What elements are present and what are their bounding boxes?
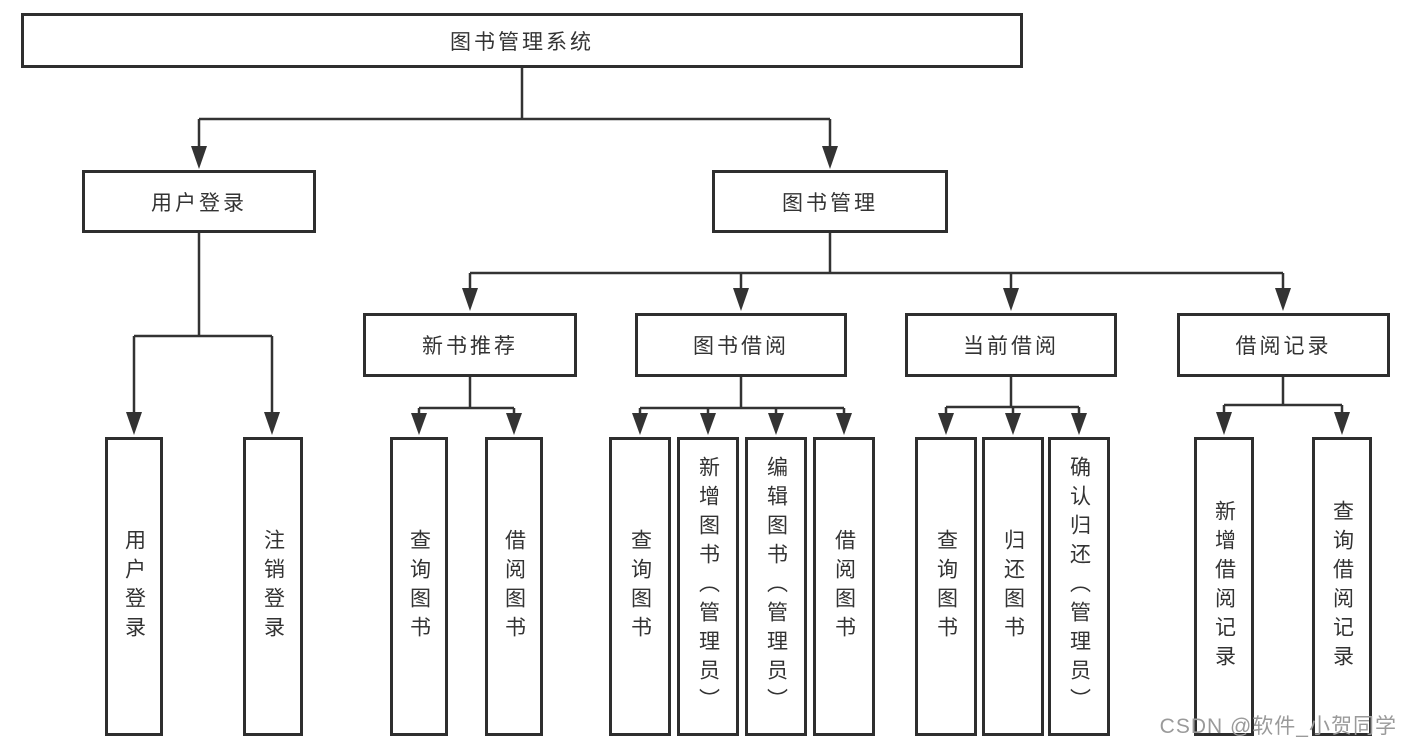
connector-new-rec-children [411,377,522,435]
node-label: 注销登录 [261,528,285,645]
node-book-borrowing: 图书借阅 [635,313,847,377]
node-label: 借阅图书 [832,528,856,645]
node-label: 确认归还（管理员） [1067,456,1091,717]
leaf-return-book: 归还图书 [982,437,1044,736]
leaf-edit-book-admin: 编辑图书（管理员） [745,437,807,736]
leaf-query-book-recommendation: 查询图书 [390,437,448,736]
node-label: 用户登录 [122,528,146,645]
node-label: 图书管理 [782,191,878,215]
leaf-query-borrow-record: 查询借阅记录 [1312,437,1372,736]
node-new-book-recommendation: 新书推荐 [363,313,577,377]
leaf-add-borrow-record: 新增借阅记录 [1194,437,1254,736]
leaf-confirm-return-admin: 确认归还（管理员） [1048,437,1110,736]
connector-user-login-children [126,233,280,435]
leaf-borrow-book-recommendation: 借阅图书 [485,437,543,736]
node-label: 借阅记录 [1235,335,1332,358]
node-label: 查询图书 [934,528,958,645]
node-label: 归还图书 [1001,528,1025,645]
node-book-management: 图书管理 [712,170,948,233]
leaf-query-book-borrowing: 查询图书 [609,437,671,736]
node-label: 借阅图书 [502,528,526,645]
node-borrowing-records: 借阅记录 [1177,313,1390,377]
node-label: 当前借阅 [963,335,1059,358]
node-label: 新增借阅记录 [1212,499,1236,674]
connector-records-children [1216,377,1350,435]
csdn-watermark: CSDN @软件_小贺同学 [1159,715,1397,738]
leaf-add-book-admin: 新增图书（管理员） [677,437,739,736]
node-label: 新增图书（管理员） [696,456,720,717]
node-label: 图书借阅 [693,335,789,358]
connector-book-borrow-children [632,377,852,435]
node-label: 新书推荐 [422,335,518,358]
leaf-logout: 注销登录 [243,437,303,736]
node-label: 查询图书 [628,528,652,645]
node-root-library-management-system: 图书管理系统 [21,13,1023,68]
connector-current-borrow-children [938,377,1087,435]
node-current-borrowing: 当前借阅 [905,313,1117,377]
node-label: 图书管理系统 [450,30,594,54]
node-user-login: 用户登录 [82,170,316,233]
connector-root-to-level2 [191,68,838,169]
node-label: 查询图书 [407,528,431,645]
node-label: 编辑图书（管理员） [764,456,788,717]
connector-book-mgmt-to-level3 [462,233,1291,311]
node-label: 用户登录 [151,191,247,215]
node-label: 查询借阅记录 [1330,499,1354,674]
leaf-query-book-current: 查询图书 [915,437,977,736]
leaf-user-login: 用户登录 [105,437,163,736]
leaf-borrow-book-borrowing: 借阅图书 [813,437,875,736]
